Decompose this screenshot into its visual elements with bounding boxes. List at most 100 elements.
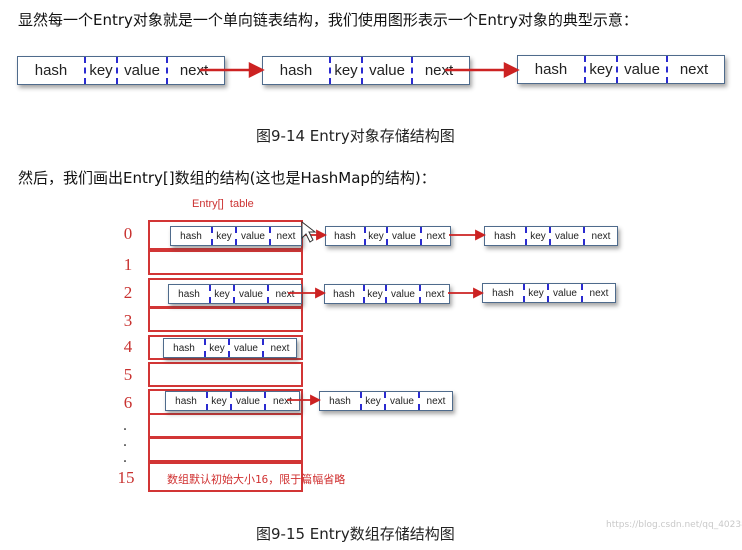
next-field: next	[426, 395, 446, 407]
value-field: value	[241, 230, 265, 242]
figure-9-15-caption: 图9-15 Entry数组存储结构图	[256, 525, 455, 543]
intro-paragraph: 显然每一个Entry对象就是一个单向链表结构，我们使用图形表示一个Entry对象…	[18, 11, 638, 29]
next-field: next	[425, 288, 445, 300]
key-field: key	[216, 230, 232, 242]
next-field: next	[276, 230, 296, 242]
field-separator	[204, 339, 206, 357]
ellipsis-dot: .	[123, 449, 127, 466]
table-slot	[148, 362, 303, 387]
value-field: value	[234, 342, 258, 354]
hash-field: hash	[175, 395, 197, 407]
arrow-head	[315, 287, 327, 299]
next-field: next	[275, 288, 295, 300]
arrow-head	[310, 394, 322, 406]
second-paragraph: 然后，我们画出Entry[]数组的结构(这也是HashMap的结构)：	[18, 169, 436, 187]
value-field: value	[390, 395, 414, 407]
next-field: next	[270, 342, 290, 354]
table-slot	[148, 307, 303, 332]
row-index: 1	[123, 255, 133, 274]
arrow-head	[503, 61, 520, 79]
field-separator	[581, 284, 583, 302]
row-index: 15	[117, 468, 135, 487]
table-size-note: 数组默认初始大小16，限于篇幅省略	[167, 473, 346, 486]
field-separator	[364, 227, 366, 245]
field-separator	[228, 339, 230, 357]
next-field: next	[424, 62, 454, 79]
hash-field: hash	[279, 62, 313, 79]
fig2-arrows	[287, 220, 487, 406]
arrow-head	[475, 229, 487, 241]
next-field: next	[179, 62, 209, 79]
value-field: value	[369, 62, 405, 79]
field-separator	[384, 392, 386, 410]
arrow-head	[473, 287, 485, 299]
key-field: key	[89, 62, 113, 79]
next-field: next	[426, 230, 446, 242]
field-separator	[418, 392, 420, 410]
field-separator	[666, 56, 668, 83]
key-field: key	[589, 61, 613, 78]
value-field: value	[553, 287, 577, 299]
ellipsis-dot: .	[123, 417, 127, 434]
field-separator	[264, 392, 266, 410]
table-slot	[148, 462, 303, 492]
field-separator	[206, 392, 208, 410]
hash-field: hash	[178, 288, 200, 300]
figure-9-14-caption: 图9-14 Entry对象存储结构图	[256, 127, 455, 145]
watermark: https://blog.csdn.net/qq_40238	[606, 520, 742, 530]
field-separator	[584, 56, 586, 83]
value-field: value	[392, 230, 416, 242]
hash-field: hash	[34, 62, 68, 79]
field-separator	[262, 339, 264, 357]
key-field: key	[528, 287, 544, 299]
entry-node: hash key value next	[324, 284, 450, 304]
row-index: 3	[123, 311, 133, 330]
field-separator	[411, 57, 413, 84]
key-field: key	[209, 342, 225, 354]
hash-field: hash	[534, 61, 568, 78]
field-separator	[420, 227, 422, 245]
ellipsis-dot: .	[123, 433, 127, 450]
value-field: value	[391, 288, 415, 300]
field-separator	[267, 285, 269, 303]
hash-field: hash	[334, 230, 356, 242]
next-field: next	[273, 395, 292, 407]
row-index: 0	[123, 224, 133, 243]
row-index: 2	[123, 283, 133, 302]
table-slot	[148, 250, 303, 275]
hash-field: hash	[492, 287, 514, 299]
entry-node: hash key value next	[168, 284, 302, 304]
cursor-icon	[301, 220, 317, 243]
field-separator	[523, 284, 525, 302]
field-separator	[386, 227, 388, 245]
row-index: 6	[123, 393, 133, 412]
field-separator	[166, 57, 168, 84]
value-field: value	[239, 288, 263, 300]
next-field: next	[589, 287, 609, 299]
table-title: Entry[] table	[192, 198, 254, 210]
field-separator	[549, 227, 551, 245]
entry-node: hash key value next	[163, 338, 297, 358]
key-field: key	[211, 395, 227, 407]
value-field: value	[236, 395, 260, 407]
field-separator	[84, 57, 86, 84]
entry-node: hash key value next	[165, 391, 300, 411]
field-separator	[235, 227, 237, 245]
field-separator	[230, 392, 232, 410]
hash-field: hash	[180, 230, 202, 242]
key-field: key	[367, 288, 383, 300]
arrow-head	[248, 61, 265, 79]
row-index: 4	[123, 337, 133, 356]
field-separator	[385, 285, 387, 303]
row-index: 5	[123, 365, 133, 384]
field-separator	[269, 227, 271, 245]
entry-node: hash key value next	[325, 226, 451, 246]
table-slot	[148, 437, 303, 462]
field-separator	[583, 227, 585, 245]
entry-node: hash key value next	[517, 55, 725, 84]
value-field: value	[555, 230, 579, 242]
value-field: value	[624, 61, 660, 78]
entry-node: hash key value next	[319, 391, 453, 411]
hash-field: hash	[333, 288, 355, 300]
next-field: next	[679, 61, 709, 78]
